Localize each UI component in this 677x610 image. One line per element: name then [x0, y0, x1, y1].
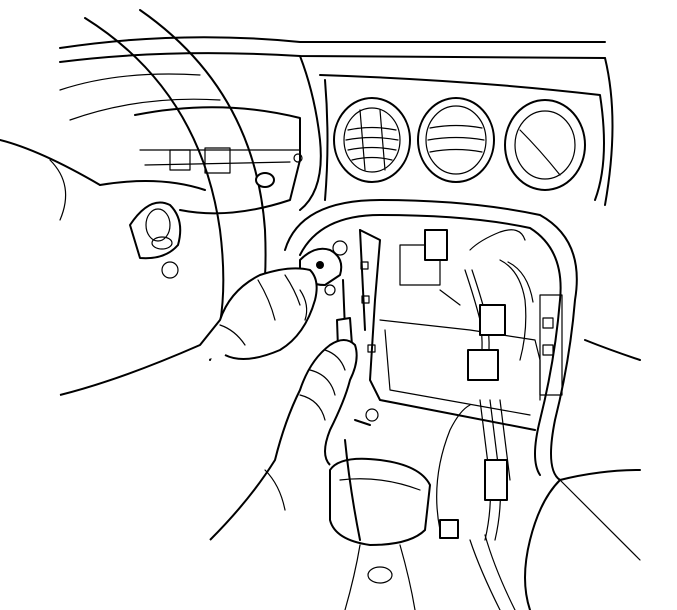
wiring-harness — [436, 229, 534, 541]
console-bezel — [284, 199, 641, 610]
hand-right — [209, 339, 358, 541]
instrument-cluster — [134, 106, 303, 215]
mounting-bracket — [359, 229, 563, 431]
dashboard-outline — [59, 36, 614, 211]
air-vent-left — [333, 97, 411, 183]
hand-left — [59, 267, 318, 396]
shift-knob — [329, 457, 431, 610]
switch-pod — [49, 159, 182, 279]
air-vent-right — [504, 99, 586, 191]
screwdriver — [336, 279, 353, 349]
console-lower — [344, 408, 641, 610]
air-vent-center — [417, 97, 495, 183]
